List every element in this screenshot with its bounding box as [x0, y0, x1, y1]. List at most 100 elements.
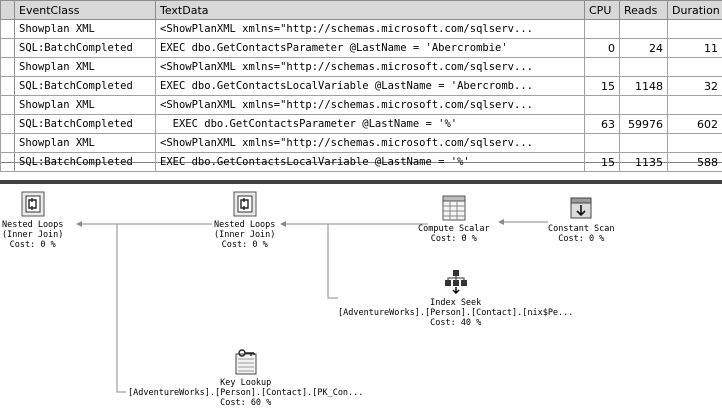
cell-textdata: EXEC dbo.GetContactsLocalVariable @LastN… [155, 152, 585, 172]
constant-scan-operator[interactable]: Constant Scan Cost: 0 % [548, 194, 615, 244]
key-lookup-icon [235, 349, 257, 375]
cell-reads: 1135 [619, 152, 668, 172]
column-header-eventclass[interactable]: EventClass [14, 0, 156, 20]
cell-duration: 11 [667, 38, 722, 58]
cell-textdata: <ShowPlanXML xmlns="http://schemas.micro… [155, 57, 585, 77]
cell-reads: 24 [619, 38, 668, 58]
operator-title: Index Seek [430, 298, 482, 308]
cell-reads: 1148 [619, 76, 668, 96]
nested-loops-operator[interactable]: Nested Loops (Inner Join) Cost: 0 % [214, 190, 275, 250]
cell-eventclass: SQL:BatchCompleted [14, 76, 156, 96]
column-header-cpu[interactable]: CPU [584, 0, 620, 20]
cell-textdata: <ShowPlanXML xmlns="http://schemas.micro… [155, 133, 585, 153]
cell-duration: 602 [667, 114, 722, 134]
connector-line [116, 224, 126, 393]
column-header-reads[interactable]: Reads [619, 0, 668, 20]
cell-cpu: 63 [584, 114, 620, 134]
operator-title: Compute Scalar [418, 224, 490, 234]
table-row[interactable]: Showplan XML <ShowPlanXML xmlns="http://… [0, 95, 722, 115]
plan-connectors [76, 219, 548, 393]
nested-loops-icon [21, 191, 45, 217]
row-selector[interactable] [0, 57, 15, 77]
row-selector-header[interactable] [0, 0, 15, 20]
header-row: EventClass TextData CPU Reads Duration [0, 0, 722, 20]
operator-cost: Cost: 0 % [558, 234, 605, 244]
cell-duration [667, 133, 722, 153]
cell-eventclass: SQL:BatchCompleted [14, 38, 156, 58]
cell-eventclass: Showplan XML [14, 133, 156, 153]
cell-textdata: <ShowPlanXML xmlns="http://schemas.micro… [155, 95, 585, 115]
cell-reads [619, 57, 668, 77]
operator-cost: Cost: 0 % [430, 234, 477, 244]
row-selector[interactable] [0, 95, 15, 115]
index-seek-icon [444, 270, 467, 294]
operator-cost: Cost: 40 % [430, 318, 482, 328]
cell-cpu [584, 19, 620, 39]
cell-duration: 588 [667, 152, 722, 172]
index-seek-operator[interactable]: Index Seek [AdventureWorks].[Person].[Co… [338, 268, 573, 328]
operator-title: Nested Loops [2, 220, 64, 230]
table-row[interactable]: Showplan XML <ShowPlanXML xmlns="http://… [0, 133, 722, 153]
cell-reads: 59976 [619, 114, 668, 134]
cell-textdata: EXEC dbo.GetContactsParameter @LastName … [155, 114, 585, 134]
table-row[interactable]: Showplan XML <ShowPlanXML xmlns="http://… [0, 19, 722, 39]
operator-title: Constant Scan [548, 224, 615, 234]
cell-cpu [584, 57, 620, 77]
cell-cpu [584, 133, 620, 153]
operator-object: [AdventureWorks].[Person].[Contact].[nix… [338, 308, 574, 318]
row-selector[interactable] [0, 19, 15, 39]
cell-duration [667, 57, 722, 77]
cell-eventclass: Showplan XML [14, 95, 156, 115]
nested-loops-icon [233, 191, 257, 217]
cell-eventclass: Showplan XML [14, 57, 156, 77]
cell-textdata: EXEC dbo.GetContactsParameter @LastName … [155, 38, 585, 58]
table-row[interactable]: SQL:BatchCompleted EXEC dbo.GetContactsP… [0, 114, 722, 134]
cell-textdata: EXEC dbo.GetContactsLocalVariable @LastN… [155, 76, 585, 96]
row-selector[interactable] [0, 152, 15, 172]
operator-title: Key Lookup [220, 378, 272, 388]
trace-table: EventClass TextData CPU Reads Duration S… [0, 0, 722, 172]
table-row[interactable]: Showplan XML <ShowPlanXML xmlns="http://… [0, 57, 722, 77]
cell-duration [667, 19, 722, 39]
operator-title: Nested Loops [214, 220, 276, 230]
arrowhead [76, 221, 82, 227]
row-selector[interactable] [0, 38, 15, 58]
row-selector[interactable] [0, 76, 15, 96]
operator-cost: Cost: 0 % [221, 240, 268, 250]
key-lookup-operator[interactable]: Key Lookup [AdventureWorks].[Person].[Co… [128, 348, 363, 408]
table-row[interactable]: SQL:BatchCompleted EXEC dbo.GetContactsP… [0, 38, 722, 58]
operator-subtitle: (Inner Join) [2, 230, 64, 240]
operator-subtitle: (Inner Join) [214, 230, 276, 240]
cell-reads [619, 133, 668, 153]
table-row[interactable]: SQL:BatchCompleted EXEC dbo.GetContactsL… [0, 152, 722, 172]
cell-eventclass: SQL:BatchCompleted [14, 114, 156, 134]
trace-grid[interactable]: EventClass TextData CPU Reads Duration S… [0, 0, 722, 172]
cell-cpu: 15 [584, 152, 620, 172]
cell-cpu [584, 95, 620, 115]
operator-cost: Cost: 0 % [9, 240, 56, 250]
arrowhead [498, 219, 504, 225]
table-row[interactable]: SQL:BatchCompleted EXEC dbo.GetContactsL… [0, 76, 722, 96]
cell-reads [619, 95, 668, 115]
cell-duration: 32 [667, 76, 722, 96]
column-header-duration[interactable]: Duration [667, 0, 722, 20]
column-header-textdata[interactable]: TextData [155, 0, 585, 20]
connector-line [327, 224, 338, 299]
compute-scalar-icon [442, 195, 466, 221]
arrowhead [280, 221, 286, 227]
cell-duration [667, 95, 722, 115]
nested-loops-operator[interactable]: Nested Loops (Inner Join) Cost: 0 % [2, 190, 63, 250]
cell-eventclass: SQL:BatchCompleted [14, 152, 156, 172]
execution-plan-pane: Nested Loops (Inner Join) Cost: 0 % Nest… [0, 184, 722, 413]
operator-object: [AdventureWorks].[Person].[Contact].[PK_… [128, 388, 364, 398]
cell-cpu: 15 [584, 76, 620, 96]
constant-scan-icon [570, 197, 592, 219]
pane-splitter[interactable] [0, 180, 722, 184]
row-selector[interactable] [0, 114, 15, 134]
cell-reads [619, 19, 668, 39]
compute-scalar-operator[interactable]: Compute Scalar Cost: 0 % [418, 194, 490, 244]
operator-cost: Cost: 60 % [220, 398, 272, 408]
cell-eventclass: Showplan XML [14, 19, 156, 39]
cell-cpu: 0 [584, 38, 620, 58]
row-selector[interactable] [0, 133, 15, 153]
